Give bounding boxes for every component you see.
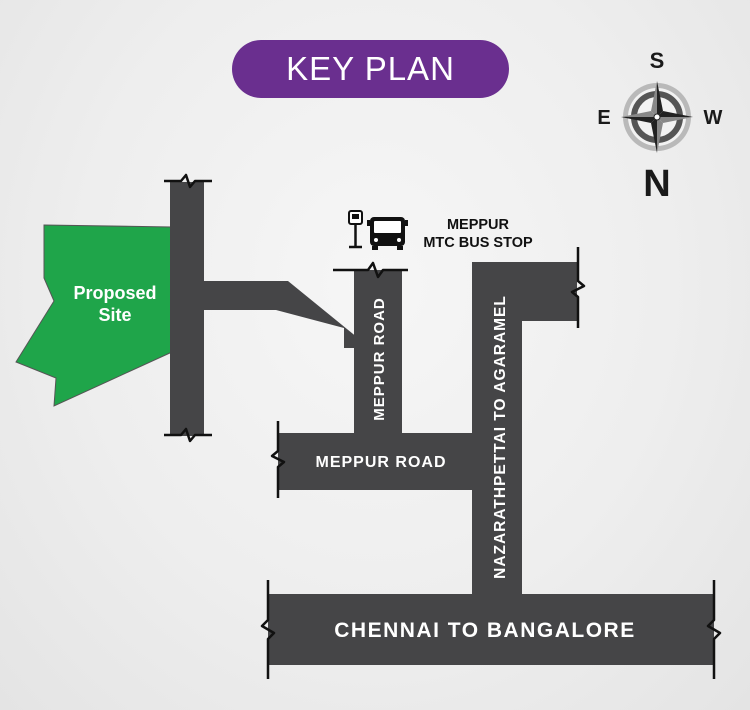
proposed-site-area <box>15 224 173 407</box>
road-break-symbol <box>333 261 408 279</box>
chennai-bangalore-highway-label: CHENNAI TO BANGALORE <box>334 619 635 642</box>
compass-top-letter: S <box>650 48 665 73</box>
proposed-site-label-line1: Proposed <box>73 283 156 303</box>
connector-road <box>202 281 358 348</box>
bus-stop-label-line2: MTC BUS STOP <box>423 235 533 251</box>
chennai-bangalore-highway <box>268 594 714 665</box>
road-break-symbol <box>270 421 286 498</box>
road-break-symbol <box>570 247 586 328</box>
bus-stop-sign-icon <box>348 210 363 249</box>
nazarathpettai-road-branch <box>520 262 577 321</box>
bus-stop-label-line1: MEPPUR <box>447 217 510 233</box>
nazarathpettai-road-vertical <box>472 262 522 600</box>
compass-left-letter: E <box>597 107 610 129</box>
meppur-road-vertical-label: MEPPUR ROAD <box>371 297 388 421</box>
compass-bottom-letter: N <box>643 163 670 205</box>
meppur-road-vertical <box>354 270 402 436</box>
nazarathpettai-road-label: NAZARATHPETTAI TO AGARAMEL <box>492 295 509 579</box>
compass-right-letter: W <box>704 107 723 129</box>
road-break-symbol <box>260 580 276 679</box>
road-break-symbol <box>164 173 212 189</box>
left-vertical-road <box>170 182 204 436</box>
meppur-road-horizontal <box>278 433 478 490</box>
road-break-symbol <box>706 580 722 679</box>
road-break-symbol <box>164 427 212 443</box>
bus-icon <box>367 217 408 250</box>
key-plan-title: KEY PLAN <box>232 40 509 98</box>
meppur-road-horizontal-label: MEPPUR ROAD <box>315 454 446 471</box>
proposed-site-label-line2: Site <box>98 305 131 325</box>
compass-icon <box>621 81 693 153</box>
